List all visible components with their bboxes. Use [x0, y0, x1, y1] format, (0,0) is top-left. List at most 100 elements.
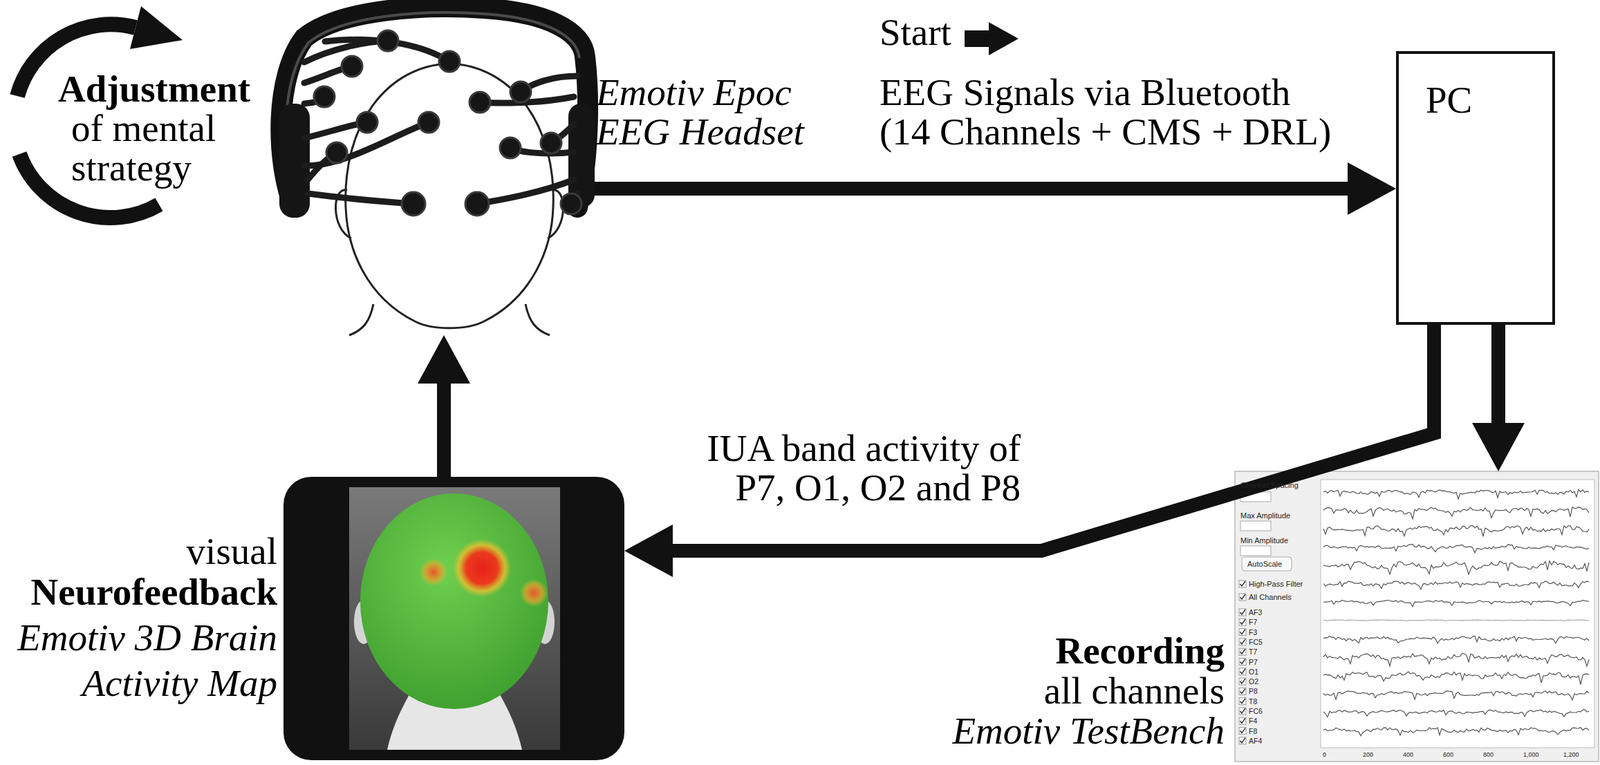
- eeg-trace: [1323, 544, 1589, 554]
- eeg-trace: [1323, 561, 1589, 576]
- start-arrow: [964, 22, 1019, 56]
- eeg-trace: [1323, 507, 1589, 520]
- check-mark: [1240, 639, 1246, 645]
- checkboxes: [1239, 580, 1246, 745]
- axis-tick: 1,000: [1523, 750, 1540, 760]
- arrowhead: [624, 524, 673, 578]
- checkbox: [1239, 717, 1246, 725]
- checkbox: [1239, 737, 1246, 745]
- axis-tick: 800: [1483, 750, 1494, 760]
- activity-spot: [452, 539, 511, 598]
- channel-name: P7: [1248, 658, 1258, 668]
- device-label: Emotiv Epoc EEG Headset: [596, 72, 818, 152]
- electrodes: [313, 30, 582, 216]
- control-label: Max Amplitude: [1240, 511, 1291, 521]
- neurofeedback-display: visualNeurofeedbackEmotiv 3D Brain Activ…: [283, 477, 625, 761]
- check-mark: [1240, 718, 1246, 724]
- software-name: Emotiv 3D Brain Activity Map: [3, 615, 278, 707]
- control-label: AutoScale: [1247, 560, 1282, 570]
- caption-line: all channels: [920, 671, 1225, 711]
- connector-arrow: [417, 335, 471, 478]
- eeg-trace: [1323, 672, 1589, 686]
- headband: [280, 6, 588, 208]
- axis-tick: 200: [1362, 750, 1374, 760]
- checkbox: [1239, 638, 1246, 646]
- eeg-trace: [1323, 728, 1589, 737]
- activity-spot: [419, 558, 448, 587]
- check-mark: [1240, 678, 1246, 684]
- eeg-trace: [1323, 620, 1589, 622]
- activity-spot: [519, 579, 548, 608]
- checkbox: [1239, 728, 1246, 736]
- axis-tick: 0: [1322, 750, 1327, 760]
- channel-name: AF3: [1248, 608, 1262, 618]
- checkbox: [1239, 678, 1246, 686]
- eeg-trace: [1323, 600, 1589, 608]
- channel-name: F4: [1248, 717, 1258, 727]
- check-mark: [1240, 609, 1246, 615]
- side-pod: [568, 103, 595, 208]
- window-ground: [1234, 471, 1599, 762]
- check-mark: [1240, 619, 1246, 625]
- checkbox: [1239, 618, 1246, 626]
- channel-name: T7: [1248, 647, 1258, 657]
- start-label: Start: [879, 12, 952, 52]
- signal-label: IUA band activity of P7, O1, O2 and P8: [681, 428, 1021, 508]
- checkbox: [1239, 698, 1246, 706]
- brain-map-illustration: [283, 477, 625, 761]
- checkbox: [1239, 648, 1246, 656]
- headset-illustration: [279, 6, 595, 336]
- connector-arrow: [624, 324, 1435, 578]
- spin-box: [1240, 546, 1271, 556]
- eeg-trace: [1323, 489, 1589, 500]
- check-mark: [1240, 649, 1246, 655]
- control-label: All Channels: [1248, 593, 1292, 603]
- axis-tick: 400: [1402, 750, 1414, 760]
- channel-name: FC6: [1248, 707, 1263, 717]
- strategy-heading: Adjustment: [58, 69, 251, 109]
- check-mark: [1240, 728, 1246, 734]
- connector-line: [671, 324, 1435, 552]
- strategy-text: of mental strategy: [71, 108, 238, 188]
- checkbox: [1239, 593, 1246, 601]
- channel-name: O1: [1248, 667, 1259, 677]
- button: [1241, 557, 1292, 572]
- channel-name: AF4: [1248, 737, 1262, 747]
- pc-label: PC: [1425, 80, 1544, 120]
- control-label: High-Pass Filter: [1248, 580, 1303, 590]
- check-mark: [1240, 581, 1246, 587]
- checkbox: [1239, 658, 1246, 666]
- pc-box: PC: [1396, 51, 1556, 325]
- check-mark: [1240, 629, 1246, 635]
- spin-box: [1240, 521, 1271, 532]
- plot-frame: [1320, 479, 1595, 749]
- check-mark: [1240, 738, 1246, 744]
- check-mark: [1240, 708, 1246, 714]
- neck-line: [525, 304, 550, 336]
- testbench-screenshot: [1234, 471, 1599, 762]
- headset-node: Emotiv Epoc EEG Headset: [269, 0, 595, 336]
- eeg-trace: [1323, 526, 1589, 537]
- channel-name: F3: [1248, 628, 1258, 638]
- channel-name: O2: [1248, 677, 1259, 687]
- connector-line: [436, 382, 451, 478]
- connector-line: [594, 181, 1350, 196]
- side-pod: [279, 103, 310, 218]
- control-label: Channel Spacing: [1240, 481, 1299, 491]
- channel-name: T8: [1248, 697, 1258, 707]
- signal-label: EEG Signals via Bluetooth (14 Channels +…: [879, 72, 1340, 152]
- display-frame: [283, 477, 625, 761]
- neck-line: [349, 304, 374, 336]
- checkbox: [1239, 687, 1246, 695]
- eeg-trace: [1323, 710, 1589, 718]
- caption-line: visual: [3, 531, 278, 572]
- checkbox: [1239, 708, 1246, 715]
- axis-tick: 1,200: [1563, 750, 1580, 760]
- check-mark: [1240, 699, 1246, 704]
- headband-highlight: [286, 12, 580, 201]
- checkbox: [1239, 629, 1246, 637]
- eeg-trace: [1323, 653, 1589, 667]
- connector-line: [1491, 324, 1506, 425]
- channel-name: F8: [1248, 727, 1258, 737]
